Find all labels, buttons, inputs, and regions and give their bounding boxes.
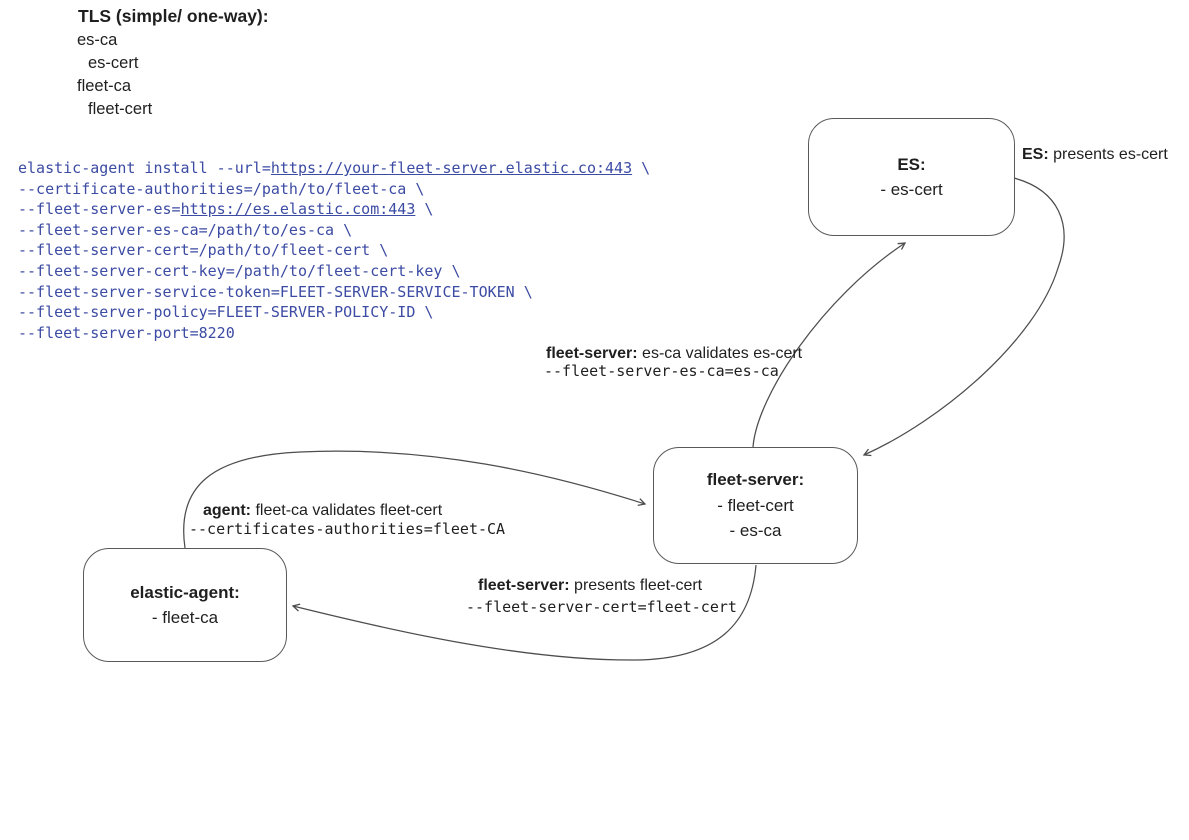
label-prefix: ES: (1022, 146, 1049, 163)
node-fleet-server-title: fleet-server: (706, 470, 805, 490)
cert-list-item: es-ca (77, 31, 118, 49)
label-agent-validates: agent: fleet-ca validates fleet-cert (203, 502, 442, 521)
command-text: --fleet-server-cert-key=/path/to/fleet-c… (18, 261, 461, 280)
node-elastic-agent-title: elastic-agent: (130, 582, 240, 602)
install-command-block: elastic-agent install --url=https://your… (18, 158, 650, 343)
tls-heading: TLS (simple/ one-way): (78, 6, 269, 26)
command-text: --certificate-authorities=/path/to/fleet… (18, 179, 425, 198)
label-prefix: fleet-server: (478, 577, 570, 594)
command-text: --fleet-server-cert=/path/to/fleet-cert … (18, 241, 389, 260)
command-text: --fleet-server-es-ca=/path/to/es-ca \ (18, 220, 353, 239)
command-line: --fleet-server-port=8220 (18, 323, 650, 344)
label-fleet-server-presents-flag: --fleet-server-cert=fleet-cert (466, 598, 737, 616)
node-elastic-agent: elastic-agent: - fleet-ca (83, 548, 287, 662)
command-line: --fleet-server-cert=/path/to/fleet-cert … (18, 240, 650, 261)
cert-list-item: fleet-cert (88, 100, 153, 118)
cert-list-item: fleet-ca (77, 77, 132, 95)
command-line: --fleet-server-service-token=FLEET-SERVE… (18, 282, 650, 303)
command-line: --certificate-authorities=/path/to/fleet… (18, 179, 650, 200)
label-fleet-server-validates-flag: --fleet-server-es-ca=es-ca (544, 362, 779, 380)
label-prefix: fleet-server: (546, 345, 638, 362)
label-es-presents-es-cert: ES: presents es-cert (1022, 146, 1168, 165)
command-url-link[interactable]: https://your-fleet-server.elastic.co:443 (270, 159, 633, 177)
node-fleet-server: fleet-server: - fleet-cert - es-ca (653, 447, 858, 564)
command-text: \ (632, 159, 651, 177)
command-line: elastic-agent install --url=https://your… (18, 158, 650, 179)
command-text: --fleet-server-service-token=FLEET-SERVE… (18, 282, 533, 301)
label-prefix: agent: (203, 502, 251, 519)
command-line: --fleet-server-es=https://es.elastic.com… (18, 199, 650, 220)
command-text: \ (415, 200, 434, 219)
label-fleet-server-presents: fleet-server: presents fleet-cert (478, 577, 702, 596)
node-elastic-agent-item: - fleet-ca (151, 608, 219, 627)
node-es-title: ES: (897, 154, 926, 174)
command-line: --fleet-server-cert-key=/path/to/fleet-c… (18, 261, 650, 282)
command-url-link[interactable]: https://es.elastic.com:443 (180, 200, 416, 219)
node-es: ES: - es-cert (808, 118, 1015, 236)
command-line: --fleet-server-es-ca=/path/to/es-ca \ (18, 220, 650, 241)
command-text: --fleet-server-es= (18, 200, 181, 219)
label-text: presents fleet-cert (569, 577, 703, 594)
command-text: --fleet-server-port=8220 (18, 323, 235, 342)
label-agent-validates-flag: --certificates-authorities=fleet-CA (189, 520, 506, 538)
label-text: fleet-ca validates fleet-cert (251, 502, 443, 519)
node-fleet-server-item: - fleet-cert (717, 495, 794, 515)
cert-list-item: es-cert (88, 54, 139, 72)
label-fleet-server-validates: fleet-server: es-ca validates es-cert (546, 345, 802, 364)
command-text: --fleet-server-policy=FLEET-SERVER-POLIC… (18, 303, 434, 322)
node-fleet-server-item: - es-ca (729, 521, 782, 541)
label-text: es-ca validates es-cert (637, 345, 803, 362)
label-text: presents es-cert (1048, 146, 1168, 163)
command-line: --fleet-server-policy=FLEET-SERVER-POLIC… (18, 302, 650, 323)
command-text: elastic-agent install --url= (18, 159, 271, 177)
node-es-item: - es-cert (880, 180, 943, 199)
